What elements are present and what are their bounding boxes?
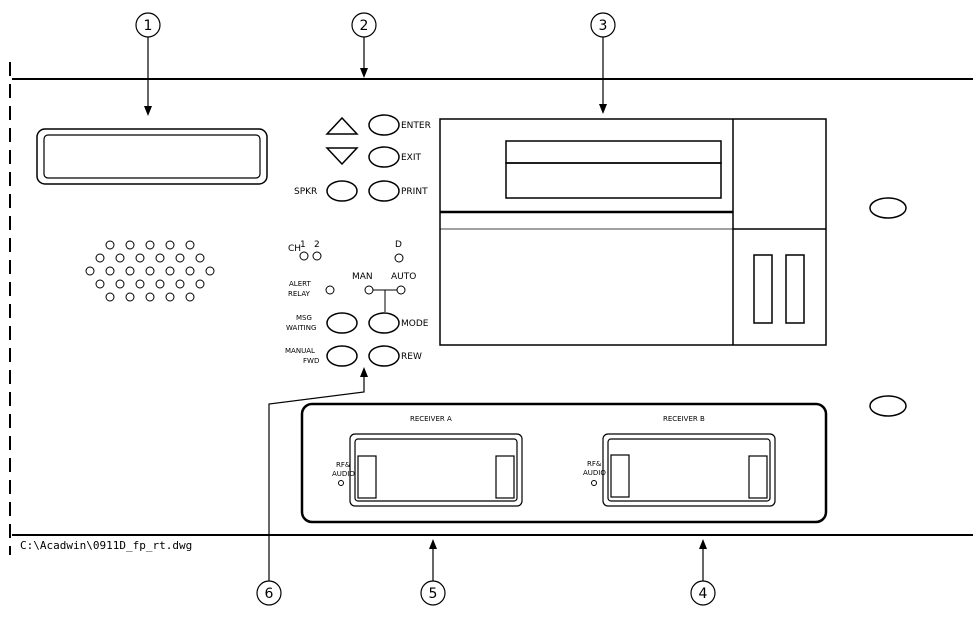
callout-6-number: 6 — [265, 586, 274, 602]
spkr-button[interactable] — [327, 181, 357, 201]
man-led — [365, 286, 373, 294]
rack-mount-slot — [870, 396, 906, 416]
spkr-label: SPKR — [294, 187, 317, 197]
auto-label: AUTO — [391, 272, 416, 282]
receiver-b-tray — [603, 434, 775, 506]
alert-relay-led — [326, 286, 334, 294]
rew-button[interactable] — [369, 346, 399, 366]
rack-mount-slot — [870, 198, 906, 218]
ch2-label: 2 — [314, 240, 320, 250]
print-button[interactable] — [369, 181, 399, 201]
mode-bracket — [373, 290, 397, 312]
receiver-a-title: RECEIVER A — [410, 415, 452, 423]
callout-2-number: 2 — [360, 18, 369, 34]
ch1-led — [300, 252, 308, 260]
up-arrow-icon[interactable] — [327, 118, 357, 134]
printer-module — [440, 119, 826, 345]
manual-fwd-button[interactable] — [327, 346, 357, 366]
callout-4-number: 4 — [699, 586, 708, 602]
alert-label-line2: RELAY — [288, 290, 311, 298]
lcd-display — [37, 129, 267, 184]
exit-button[interactable] — [369, 147, 399, 167]
receiver-a-rf-led — [339, 481, 344, 486]
callout-5: 5 — [421, 539, 445, 605]
down-arrow-icon[interactable] — [327, 148, 357, 164]
alert-label-line1: ALERT — [289, 280, 311, 288]
print-label: PRINT — [401, 187, 428, 197]
msg-label-line1: MSG — [296, 314, 312, 322]
receiver-a-rf-line1: RF& — [336, 461, 351, 469]
receiver-b-rf-led — [592, 481, 597, 486]
ch1-label: 1 — [300, 240, 306, 250]
d-led — [395, 254, 403, 262]
speaker-grille — [86, 241, 214, 301]
d-label: D — [395, 240, 402, 250]
man-label: MAN — [352, 272, 373, 282]
receiver-a-tray — [350, 434, 522, 506]
receiver-panel — [302, 404, 826, 522]
mode-button[interactable] — [369, 313, 399, 333]
enter-label: ENTER — [401, 121, 431, 131]
receiver-b-rf-line2: AUDIO — [583, 469, 606, 477]
msg-label-line2: WAITING — [286, 324, 316, 332]
enter-button[interactable] — [369, 115, 399, 135]
receiver-a-rf-line2: AUDIO — [332, 470, 355, 478]
msg-waiting-button[interactable] — [327, 313, 357, 333]
card-slots — [754, 255, 804, 323]
manual-label-line1: MANUAL — [285, 347, 315, 355]
callout-2: 2 — [352, 13, 376, 78]
callout-6: 6 — [257, 367, 368, 605]
callout-1-number: 1 — [144, 18, 153, 34]
ch2-led — [313, 252, 321, 260]
callout-1: 1 — [136, 13, 160, 116]
rew-label: REW — [401, 352, 422, 362]
manual-label-line2: FWD — [303, 357, 319, 365]
auto-led — [397, 286, 405, 294]
receiver-b-title: RECEIVER B — [663, 415, 705, 423]
exit-label: EXIT — [401, 153, 422, 163]
callout-5-number: 5 — [429, 586, 438, 602]
mode-label: MODE — [401, 319, 429, 329]
callout-3-number: 3 — [599, 18, 608, 34]
receiver-b-rf-line1: RF& — [587, 460, 602, 468]
callout-3: 3 — [591, 13, 615, 114]
callout-4: 4 — [691, 539, 715, 605]
file-path-label: C:\Acadwin\0911D_fp_rt.dwg — [20, 539, 192, 552]
